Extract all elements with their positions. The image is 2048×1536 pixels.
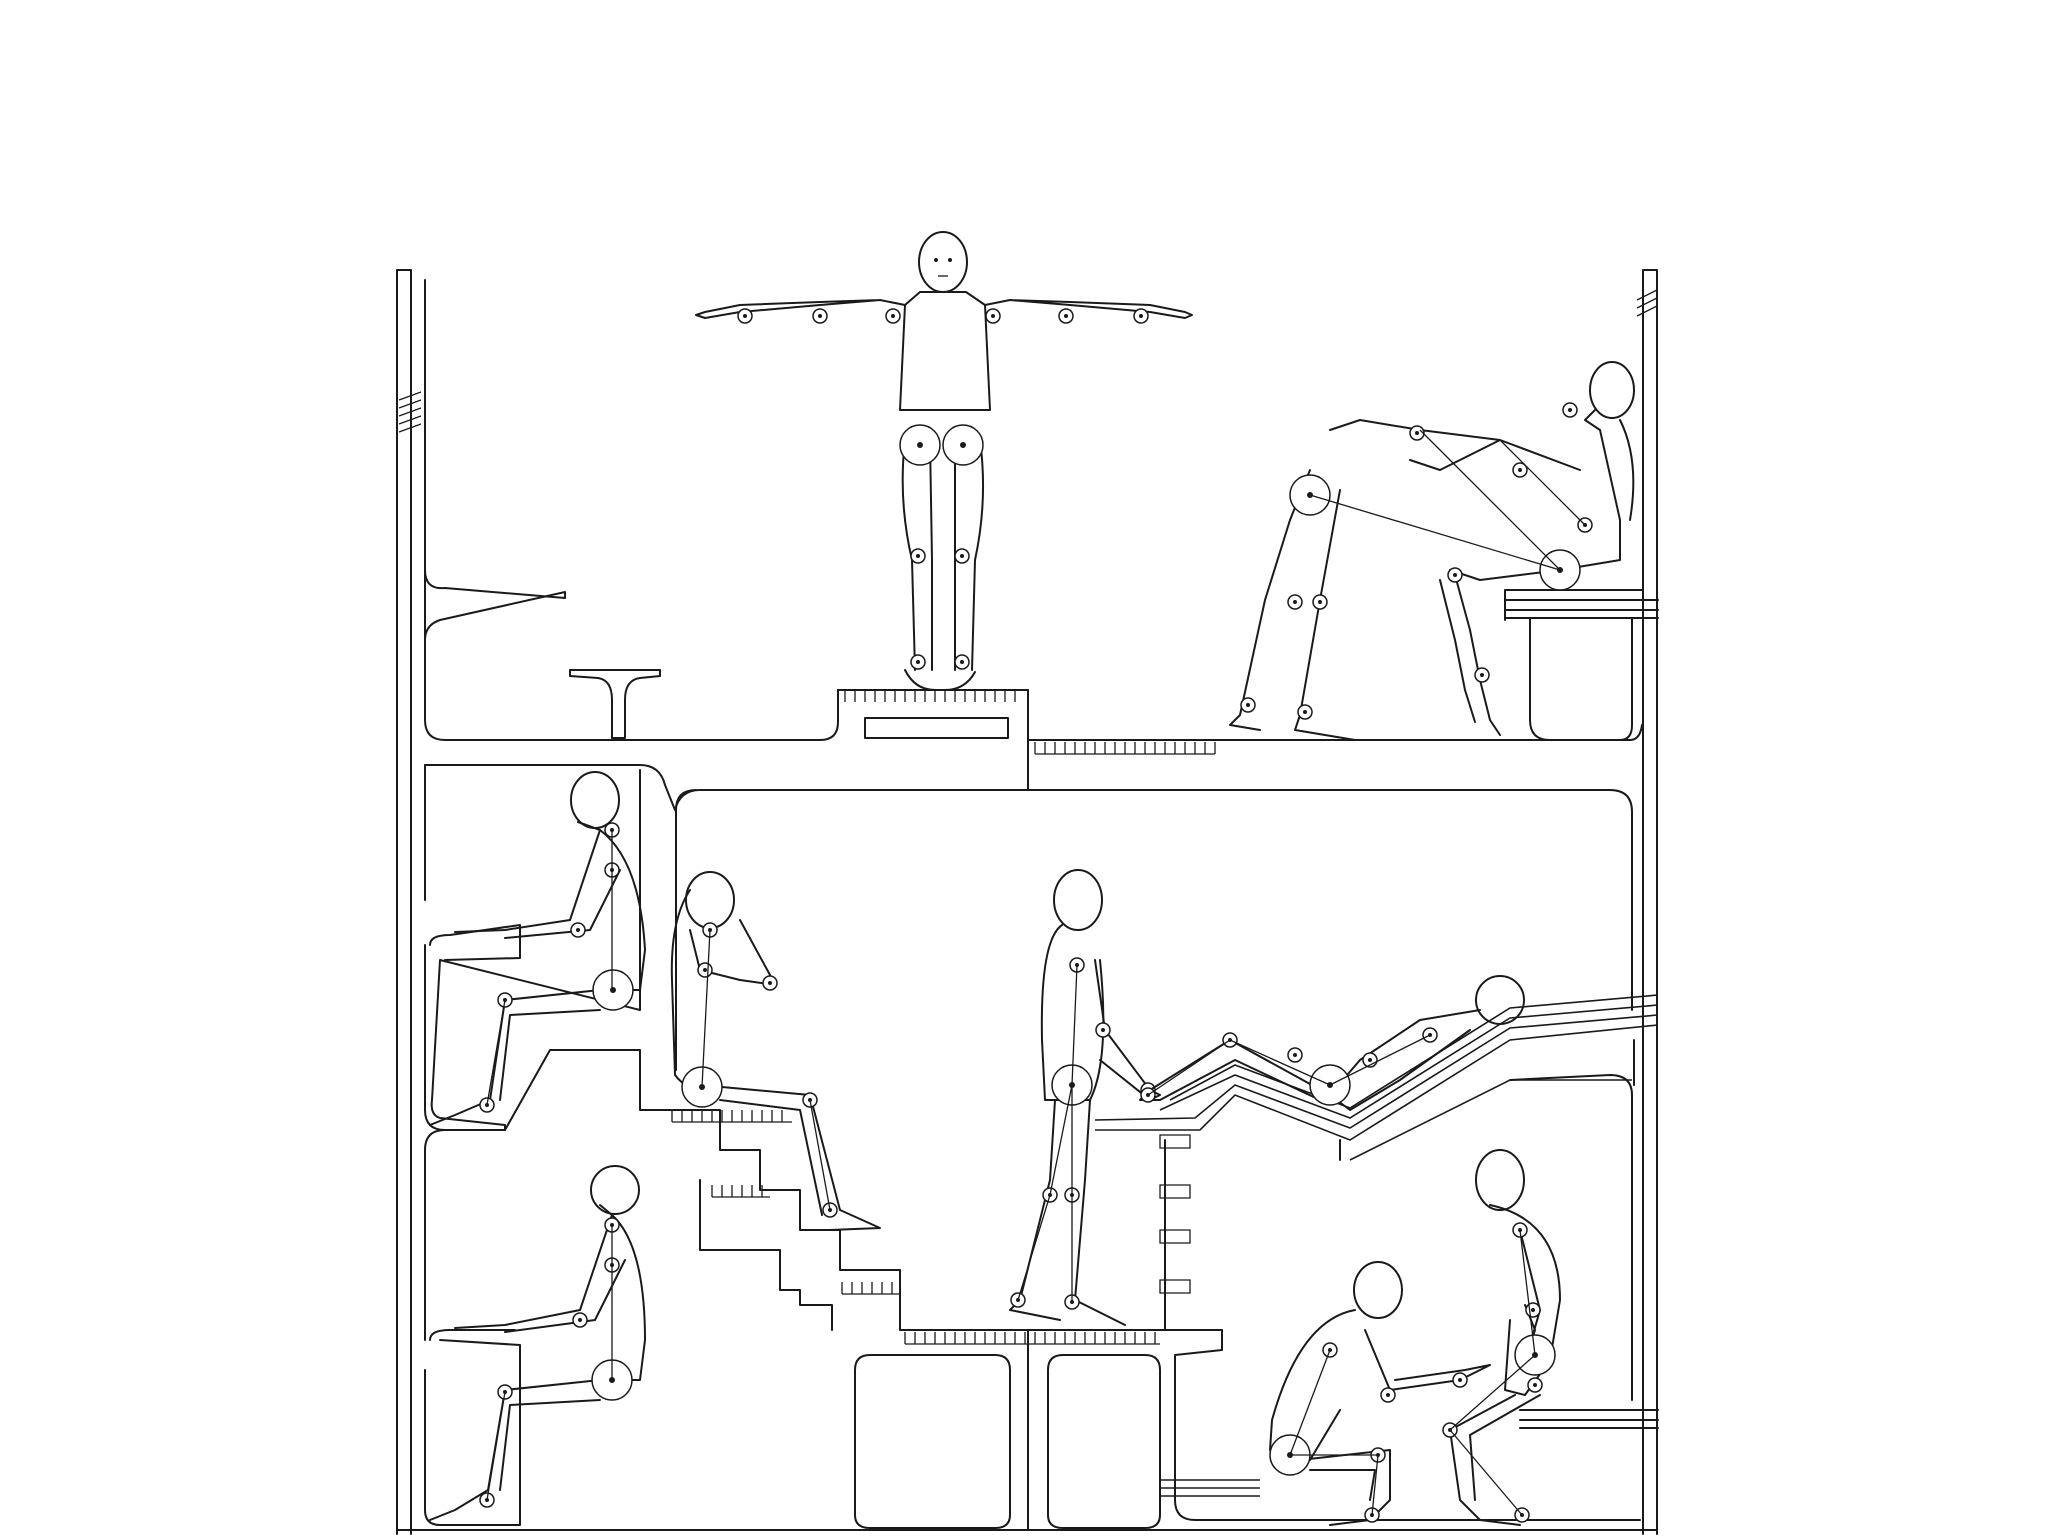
floor-teeth-upper: [1034, 742, 1216, 755]
standing-center-figure: [1009, 869, 1161, 1326]
middle-left-booth-upper: [424, 764, 641, 1131]
lower-left-booth: [424, 1129, 521, 1526]
lounge-ramp: [1094, 994, 1659, 1161]
middle-left-booth-lower: [429, 924, 521, 961]
building-structure: [396, 269, 1659, 1535]
squatting-figure: [1269, 1261, 1491, 1526]
upper-i-beam-stand: [569, 669, 661, 739]
standing-arms-out-figure: [695, 231, 1193, 691]
lower-center-box-right: [1047, 1354, 1161, 1529]
lower-floor-slats: [1160, 1479, 1260, 1497]
lounge-support: [1339, 1039, 1635, 1161]
right-outer-wall: [1642, 269, 1658, 1535]
lower-center-box-left: [854, 1354, 1011, 1529]
lower-left-desk: [429, 1329, 516, 1341]
upper-left-shelf: [424, 569, 566, 641]
standing-lower-right-figure: [1442, 1149, 1561, 1526]
lower-center-shelf: [1159, 1329, 1641, 1521]
lower-stairs: [699, 1179, 833, 1331]
stair-teeth-2: [711, 1185, 770, 1198]
right-wall-hatch: [1636, 289, 1658, 317]
center-wall-slots: [1159, 1134, 1191, 1294]
reclining-upper-right-figure: [1229, 361, 1635, 741]
stair-teeth-1: [671, 1110, 792, 1123]
step-block-middle: [504, 1049, 1166, 1331]
pedestal-teeth: [844, 690, 1016, 702]
seated-desk-lower-figure: [429, 1165, 646, 1521]
lower-right-room: [1509, 1074, 1659, 1429]
left-wall-hatch: [398, 391, 422, 433]
upper-right-seat: [1504, 589, 1659, 741]
stair-teeth-3: [841, 1282, 900, 1295]
left-outer-wall: [396, 269, 412, 1535]
standing-pedestal: [837, 689, 1029, 741]
seated-desk-upper-figure: [429, 771, 646, 1126]
floor-teeth-lower: [904, 1332, 1160, 1345]
seated-hands-on-head-figure: [670, 871, 881, 1231]
central-room-outline: [675, 789, 697, 1071]
lying-ramp-figure: [1139, 975, 1525, 1111]
upper-floor-slab: [424, 279, 1643, 1011]
